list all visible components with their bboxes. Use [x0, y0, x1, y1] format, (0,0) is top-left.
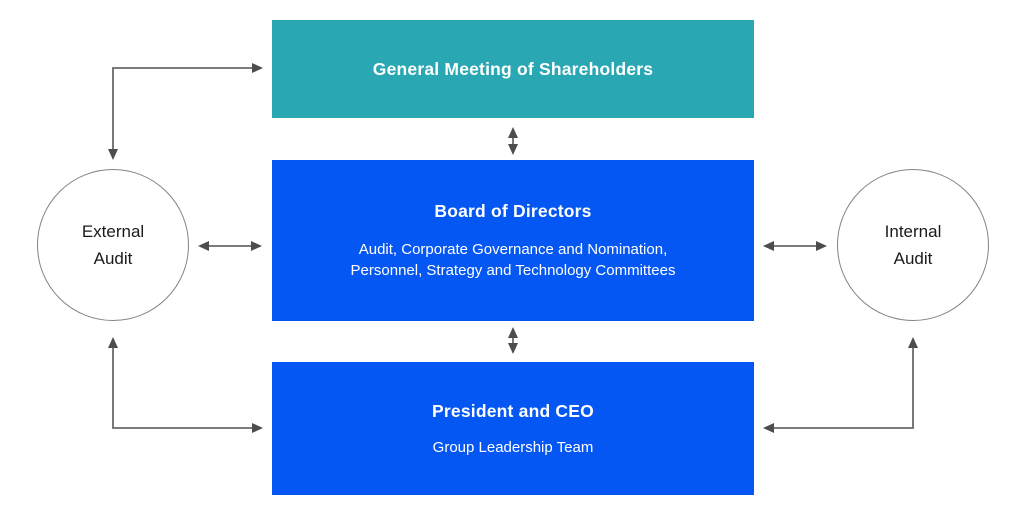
arrowhead-right-icon: [251, 241, 262, 251]
node-internal-audit: Internal Audit: [837, 169, 989, 321]
node-board-of-directors: Board of Directors Audit, Corporate Gove…: [272, 160, 754, 321]
horizontal-arrow-internal-audit-board: [763, 241, 827, 251]
arrowhead-up-icon: [508, 327, 518, 338]
arrowhead-right-icon: [252, 423, 263, 433]
elbow-arrow-external-audit-to-general-meeting: [108, 63, 263, 160]
arrowhead-right-icon: [252, 63, 263, 73]
node-title: President and CEO: [432, 400, 594, 421]
arrowhead-left-icon: [763, 423, 774, 433]
node-subtitle-line: Audit, Corporate Governance and Nominati…: [358, 241, 668, 258]
vertical-arrow-general-meeting-board: [508, 127, 518, 155]
horizontal-arrow-external-audit-board: [198, 241, 262, 251]
elbow-arrow-external-audit-to-president: [108, 337, 263, 433]
arrowhead-up-icon: [908, 337, 918, 348]
arrowhead-left-icon: [198, 241, 209, 251]
circle-label-line: Audit: [93, 249, 133, 268]
arrowhead-right-icon: [816, 241, 827, 251]
node-general-meeting-of-shareholders: General Meeting of Shareholders: [272, 20, 754, 118]
circle-label-line: Internal: [884, 222, 942, 241]
circle-label-line: Audit: [893, 249, 933, 268]
node-president-and-ceo: President and CEO Group Leadership Team: [272, 362, 754, 495]
arrowhead-down-icon: [508, 144, 518, 155]
node-subtitle-line: Personnel, Strategy and Technology Commi…: [350, 262, 676, 279]
vertical-arrow-board-president: [508, 327, 518, 354]
elbow-arrow-internal-audit-to-president: [763, 337, 918, 433]
node-external-audit: External Audit: [37, 169, 189, 321]
arrowhead-left-icon: [763, 241, 774, 251]
circle-label-line: External: [81, 222, 145, 241]
arrowhead-down-icon: [108, 149, 118, 160]
arrowhead-up-icon: [508, 127, 518, 138]
arrowhead-up-icon: [108, 337, 118, 348]
node-title: Board of Directors: [434, 201, 592, 221]
node-title: General Meeting of Shareholders: [372, 59, 654, 79]
node-subtitle-line: Group Leadership Team: [432, 438, 594, 456]
arrowhead-down-icon: [508, 343, 518, 354]
